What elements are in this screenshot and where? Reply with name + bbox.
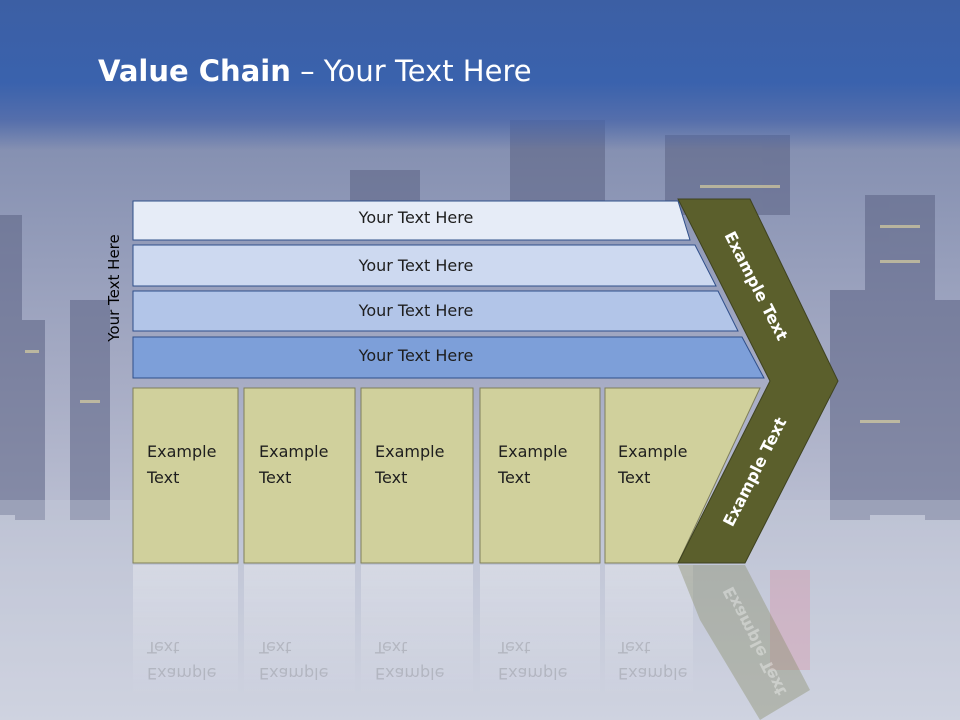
box-text-1: Example Text (147, 439, 237, 491)
title-bold: Value Chain (98, 54, 291, 88)
row-label-4: Your Text Here (358, 346, 474, 365)
activity-box-1 (132, 387, 239, 564)
chevron-reflection (678, 565, 810, 720)
row-label-1: Your Text Here (358, 208, 474, 227)
box-text-line1: Example (618, 442, 688, 461)
box-text-line2: Text (147, 468, 180, 487)
box-text-line1: Example (498, 442, 568, 461)
box-reflection (133, 565, 238, 695)
box-text-line1: Example (259, 442, 329, 461)
value-row-1 (132, 200, 691, 241)
row-label-3: Your Text Here (358, 301, 474, 320)
slide-title: Value Chain – Your Text Here (98, 54, 532, 88)
box-reflection (480, 565, 600, 695)
box-text-line1: Example (147, 442, 217, 461)
box-reflection (244, 565, 355, 695)
box-text-line2: Text (375, 468, 408, 487)
value-row-4 (132, 336, 765, 379)
activity-box-3 (360, 387, 474, 564)
box-text-5: Example Text (618, 439, 708, 491)
activity-box-4 (479, 387, 601, 564)
chevron-arrow (677, 198, 839, 564)
box-text-line2: Text (498, 468, 531, 487)
side-label: Your Text Here (105, 234, 123, 342)
box-text-line2: Text (618, 468, 651, 487)
box-text-3: Example Text (375, 439, 465, 491)
row-label-2: Your Text Here (358, 256, 474, 275)
value-row-2 (132, 244, 717, 287)
box-text-line2: Text (259, 468, 292, 487)
box-text-line1: Example (375, 442, 445, 461)
diagram-reflection (133, 565, 810, 720)
box-text-4: Example Text (498, 439, 588, 491)
header-band (0, 0, 960, 150)
activity-box-2 (243, 387, 356, 564)
box-text-2: Example Text (259, 439, 349, 491)
value-row-3 (132, 290, 739, 332)
box-reflection (361, 565, 473, 695)
box-reflection (605, 565, 693, 695)
title-rest: – Your Text Here (290, 54, 532, 88)
